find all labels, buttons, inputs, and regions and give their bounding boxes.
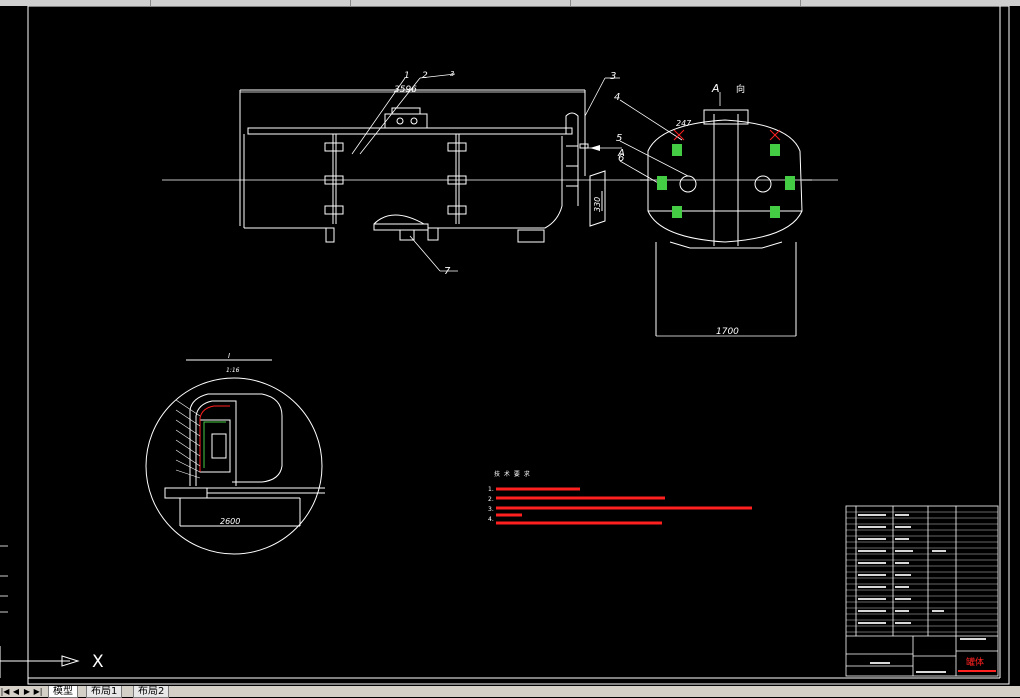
detail-scale: 1:16	[226, 367, 240, 374]
view-label-suffix: 向	[736, 83, 745, 95]
title-block-red-note	[958, 670, 996, 672]
tech-line-number: 2.	[488, 496, 494, 503]
tank-side-view	[239, 89, 606, 243]
dim-detail-diameter: 2600	[220, 517, 240, 526]
detail-leaders	[175, 399, 201, 479]
detail-red-seal	[199, 405, 230, 472]
title-block	[845, 505, 999, 677]
cad-drawing-canvas[interactable]: 1 2 3 3 7 3596 A 330	[0, 6, 1020, 686]
tab-first-icon[interactable]: |◀	[0, 687, 10, 696]
section-arrow	[590, 145, 600, 151]
callout-label: 6	[618, 153, 624, 164]
callout-label: 1	[404, 71, 410, 81]
tech-line-number: 1.	[488, 486, 494, 493]
top-strip-segment	[0, 0, 151, 6]
drawing-border	[27, 6, 1010, 685]
top-strip-segment	[350, 0, 571, 6]
side-view-dims	[240, 73, 622, 272]
detail-green-gasket	[203, 421, 226, 468]
ucs-x-label: X	[92, 652, 104, 672]
callout-label: 2	[422, 71, 428, 81]
view-label: A	[711, 82, 720, 95]
callout-label: 3	[610, 71, 616, 82]
end-view-red-marks	[673, 129, 781, 141]
tech-line-number: 4.	[488, 516, 494, 523]
layout-tab-bar: |◀ ◀ ▶ ▶| 模型 布局1 布局2	[0, 686, 1020, 698]
detail-label: I	[228, 352, 230, 360]
tab-next-icon[interactable]: ▶	[23, 687, 31, 696]
left-edge-marks	[0, 545, 8, 613]
top-strip-segment	[570, 0, 801, 6]
dim-width: 1700	[716, 327, 739, 337]
tech-red-text-lines	[496, 487, 752, 525]
tab-model[interactable]: 模型	[48, 686, 78, 698]
tech-line-number: 3.	[488, 506, 494, 513]
callout-label: 4	[614, 92, 620, 103]
parts-list-rows	[846, 511, 998, 633]
section-arrow-label: A	[617, 148, 625, 159]
technical-requirements: 技 术 要 求 1. 2. 3. 4.	[488, 470, 752, 525]
dim-side-height: 330	[593, 197, 602, 212]
callout-label: 7	[444, 266, 451, 277]
part-markers	[657, 144, 795, 218]
top-strip	[0, 0, 1020, 6]
dim-total-length: 3596	[394, 85, 417, 95]
callout-label: 3	[450, 70, 454, 78]
tab-layout1[interactable]: 布局1	[86, 686, 123, 698]
top-strip-segment	[150, 0, 351, 6]
end-view-leaders	[619, 92, 796, 337]
dim-flange-offset: 247	[676, 119, 692, 128]
parts-list-text	[858, 514, 986, 673]
tab-layout2[interactable]: 布局2	[133, 686, 170, 698]
ucs-icon	[0, 646, 80, 678]
tech-title: 技 术 要 求	[494, 470, 531, 478]
title-block-drawing-name: 罐体	[966, 656, 984, 668]
detail-view	[145, 359, 325, 555]
tank-end-view	[640, 109, 812, 336]
callout-label: 5	[616, 133, 622, 144]
tab-last-icon[interactable]: ▶|	[33, 687, 43, 696]
tab-prev-icon[interactable]: ◀	[12, 687, 20, 696]
